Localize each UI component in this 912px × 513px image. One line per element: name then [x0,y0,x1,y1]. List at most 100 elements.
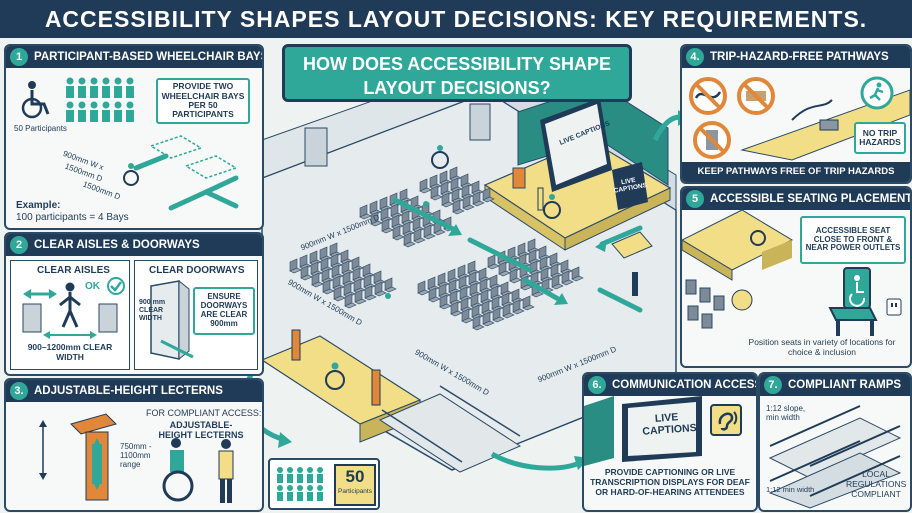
seating-illustration [682,209,794,329]
aisles-ok-label: OK [85,281,100,292]
chair [478,267,491,283]
panel-1-example-text: 100 participants = 4 Bays [16,212,129,223]
wheelchair-user-icon [162,438,234,503]
panel-6-text: PROVIDE CAPTIONING OR LIVE TRANSCRIPTION… [590,467,750,497]
pathway-illustration [740,89,910,161]
chair [540,267,553,283]
chair [439,294,452,310]
panel-6-screen-label: LIVE CAPTIONS [642,411,698,438]
ramp-illustration [768,405,902,509]
wheelchair-icon [21,81,50,119]
central-question: HOW DOES ACCESSIBILITY SHAPE LAYOUT DECI… [282,44,632,102]
panel-4-footer: KEEP PATHWAYS FREE OF TRIP HAZARDS [682,162,910,182]
panel-7-number: 7. [764,376,782,394]
panel-7-slope-1: 1:12 slope, min width [766,404,806,423]
chair [561,270,574,286]
chair [452,199,465,215]
aisles-label: CLEAR AISLES [37,265,110,276]
panel-clear-aisles-doorways: 2 CLEAR AISLES & DOORWAYS CLEAR AISLES O… [4,232,264,376]
panel-5-number: 5 [686,190,704,208]
panel-2-header: 2 CLEAR AISLES & DOORWAYS [6,234,262,256]
chair [417,280,430,296]
chair [502,303,515,319]
panel-6-number: 6. [588,376,606,394]
chair [311,272,324,288]
chair [468,271,481,287]
no-cable-icon [689,77,727,115]
chair [319,246,332,262]
panel-4-footer-text: KEEP PATHWAYS FREE OF TRIP HAZARDS [697,166,895,177]
chair [330,253,343,269]
bay-floorplan [123,135,239,211]
power-outlet-icon [886,298,902,316]
panel-2-number: 2 [10,236,28,254]
chair [500,281,513,297]
panel-communication-access: 6. COMMUNICATION ACCESS & LIVE CAPTIONS … [582,372,758,512]
chair [491,296,504,312]
chair [461,308,474,324]
panel-7-regulations: LOCAL REGULATIONS COMPLIANT [846,469,907,499]
door-icon [150,279,194,361]
panel-1-participants-label: 50 Participants [14,124,67,133]
panel-3-range: 750mm - 1100mm range [120,442,152,470]
panel-2-heading: CLEAR AISLES & DOORWAYS [34,239,200,251]
chair [461,184,474,200]
panel-3-heading: ADJUSTABLE-HEIGHT LECTERNS [34,385,223,397]
panel-5-footer: Position seats in variety of locations f… [738,337,906,364]
chair [352,267,365,283]
caption-screen-illustration [584,396,702,466]
wheelchair-user-icon [431,145,449,169]
chair [459,286,472,302]
participants-badge-box: 50 Participants [334,464,376,506]
chair [374,281,387,297]
chair [423,224,436,240]
chair [381,218,394,234]
chair [460,173,473,189]
hearing-icon [710,404,742,436]
panel-7-slope-2: 1:12 min width [766,485,815,494]
chair [482,187,495,203]
lectern-icon [70,413,117,501]
doorways-label: CLEAR DOORWAYS [149,265,245,276]
chair [517,242,530,258]
panel-trip-hazard-free: 4. TRIP-HAZARD-FREE PATHWAYS NO TRIP HAZ… [680,44,912,184]
chair [359,204,372,220]
chair [512,299,525,315]
panel-7-header: 7. COMPLIANT RAMPS [760,374,910,396]
aisles-width: 900–1200mm CLEAR WIDTH [27,342,113,362]
chair [364,285,377,301]
chair [522,295,535,311]
chair [413,228,426,244]
chair [482,311,495,327]
chair [392,225,405,241]
panel-4-header: 4. TRIP-HAZARD-FREE PATHWAYS [682,46,910,68]
door-width: 900 mm CLEAR WIDTH [139,299,166,323]
chair [344,293,357,309]
chair [462,195,475,211]
chair [289,258,302,274]
chair [300,265,313,281]
panel-6-header: 6. COMMUNICATION ACCESS & [584,374,756,396]
participants-badge: 50 Participants [268,458,380,510]
panel-wheelchair-bays: 1 PARTICIPANT-BASED WHEELCHAIR BAYS PROV… [4,44,264,230]
panel-4-number: 4. [686,48,704,66]
chair [472,315,485,331]
panel-accessible-seating: 5 ACCESSIBLE SEATING PLACEMENT ACCESSIBL… [680,186,912,368]
chair [470,293,483,309]
panel-6-heading: COMMUNICATION ACCESS & [612,379,756,391]
no-trip-hazards-label: NO TRIP HAZARDS [854,122,906,154]
chair [490,285,503,301]
people-group-icon [277,467,323,501]
chair [412,217,425,233]
chair [354,289,367,305]
check-icon [107,277,125,295]
height-arrow-icon [39,420,47,480]
panel-4-heading: TRIP-HAZARD-FREE PATHWAYS [710,51,889,63]
chair [438,283,451,299]
panel-adjustable-lecterns: 3. ADJUSTABLE-HEIGHT LECTERNS FOR COMPLI… [4,378,264,512]
page-title: ACCESSIBILITY SHAPES LAYOUT DECISIONS: K… [0,0,912,38]
exit-running-icon [860,76,894,110]
panel-compliant-ramps: 7. COMPLIANT RAMPS 1:12 slope, min width… [758,372,912,512]
chair [370,211,383,227]
